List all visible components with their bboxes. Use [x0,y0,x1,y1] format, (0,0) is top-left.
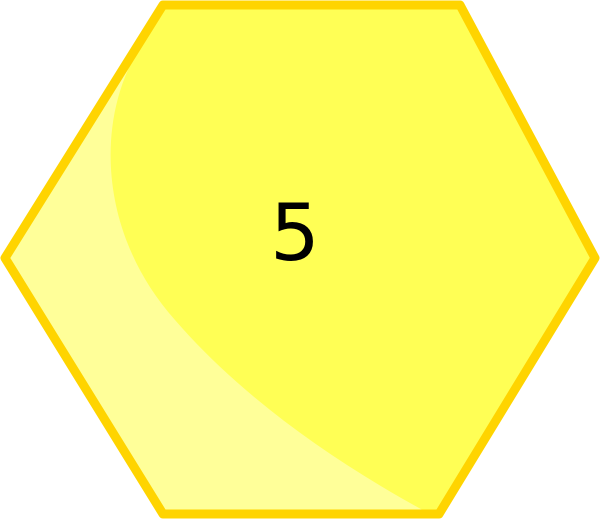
hexagon-highlight [5,5,430,514]
tile-number: 5 [270,189,320,279]
